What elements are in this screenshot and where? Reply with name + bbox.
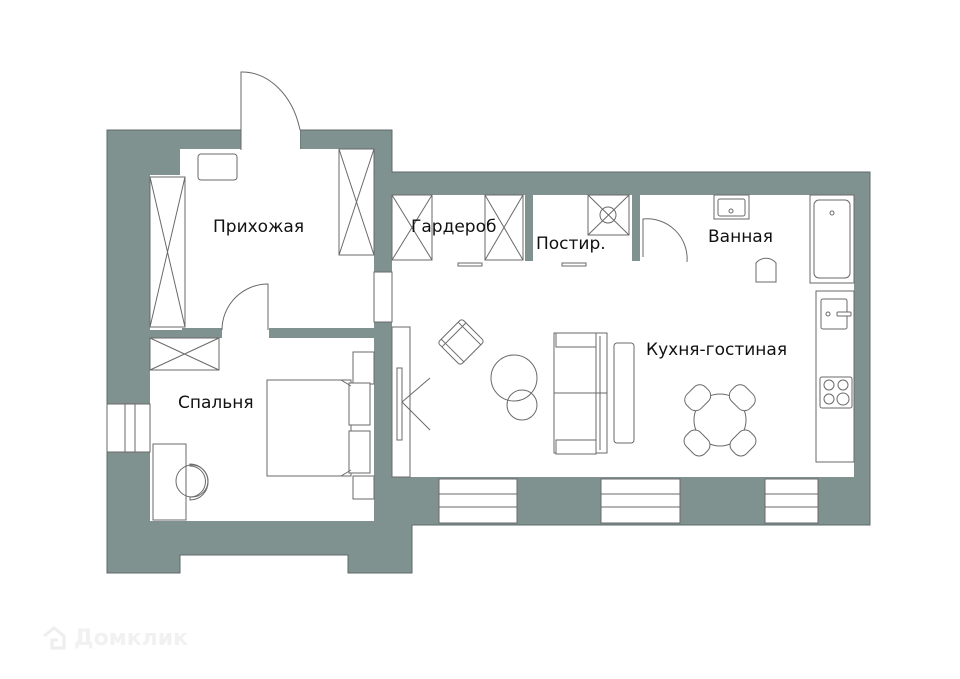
bedroom-window: [106, 403, 151, 453]
bedroom-door-icon: [221, 283, 269, 331]
watermark: Домклик: [40, 624, 188, 652]
bathtub-icon: [809, 194, 855, 284]
double-bed-icon: [266, 351, 375, 500]
dining-table-icon: [683, 384, 757, 457]
washing-machine-icon: [561, 194, 630, 267]
entrance-door-icon: [240, 71, 301, 150]
wardrobe-shelves: [391, 194, 524, 267]
kitchen-counter: [815, 290, 855, 463]
room-label-hallway: Прихожая: [213, 217, 305, 237]
watermark-text: Домклик: [74, 625, 189, 651]
living-windows: [438, 478, 819, 524]
desk-icon: [152, 443, 187, 521]
house-logo-icon: [43, 626, 66, 650]
bathroom-sink-icon: [713, 194, 750, 220]
coffee-table-icon: [490, 354, 538, 402]
cooktop-icon: [819, 376, 853, 409]
room-label-bedroom: Спальня: [178, 393, 254, 413]
shoe-cabinet-icon: [197, 153, 238, 181]
sofa-icon: [553, 332, 635, 455]
room-label-laundry: Постир.: [536, 234, 606, 254]
toilet-icon: [755, 257, 777, 283]
room-label-kitchen-living: Кухня-гостиная: [646, 340, 788, 360]
room-label-bathroom: Ванная: [708, 227, 773, 247]
bathroom-door-icon: [642, 218, 688, 263]
room-label-wardrobe: Гардероб: [411, 217, 497, 237]
hallway-closet-left: [149, 176, 186, 328]
hallway-closet-right: [338, 148, 375, 256]
side-table-icon: [506, 389, 538, 421]
bedroom-closet: [149, 337, 220, 371]
armchair-icon: [438, 319, 484, 365]
tv-unit-icon: [391, 326, 431, 478]
